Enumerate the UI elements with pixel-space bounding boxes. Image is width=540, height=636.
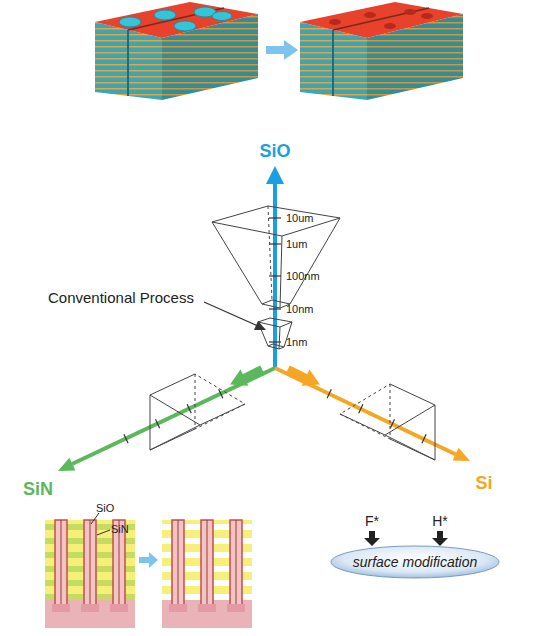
process-window-prism bbox=[150, 374, 435, 460]
species-arrow bbox=[364, 531, 448, 546]
callout-label: Conventional Process bbox=[48, 290, 194, 307]
scale-label: 1nm bbox=[286, 336, 307, 348]
axis-label: Si bbox=[475, 474, 492, 494]
axis-label: SiN bbox=[23, 480, 53, 500]
process-arrow bbox=[139, 552, 158, 568]
node-text: surface modification bbox=[330, 545, 500, 579]
species-label: F* bbox=[365, 514, 379, 529]
ellipse-shape bbox=[331, 546, 499, 578]
leader-line bbox=[91, 513, 110, 535]
si-axis bbox=[275, 368, 470, 461]
process-ellipse: surface modification bbox=[330, 545, 500, 579]
scale-label: 1um bbox=[286, 238, 307, 250]
sio-axis bbox=[266, 166, 284, 368]
process-arrow bbox=[266, 40, 298, 60]
sin-axis bbox=[58, 368, 275, 471]
layer-label: SiN bbox=[111, 523, 129, 535]
cross-section-before bbox=[45, 520, 135, 628]
process-window-frustum bbox=[212, 206, 340, 349]
cross-section-after bbox=[162, 520, 252, 628]
scale-label: 10nm bbox=[286, 303, 314, 315]
stack-block-etched bbox=[300, 2, 463, 100]
axis-label: SiO bbox=[259, 142, 290, 162]
layer-label: SiO bbox=[96, 502, 114, 514]
species-label: H* bbox=[432, 514, 448, 529]
leader-arrow bbox=[204, 302, 266, 330]
stack-block bbox=[95, 2, 258, 100]
scale-label: 100nm bbox=[286, 270, 320, 282]
scale-label: 10um bbox=[286, 212, 314, 224]
